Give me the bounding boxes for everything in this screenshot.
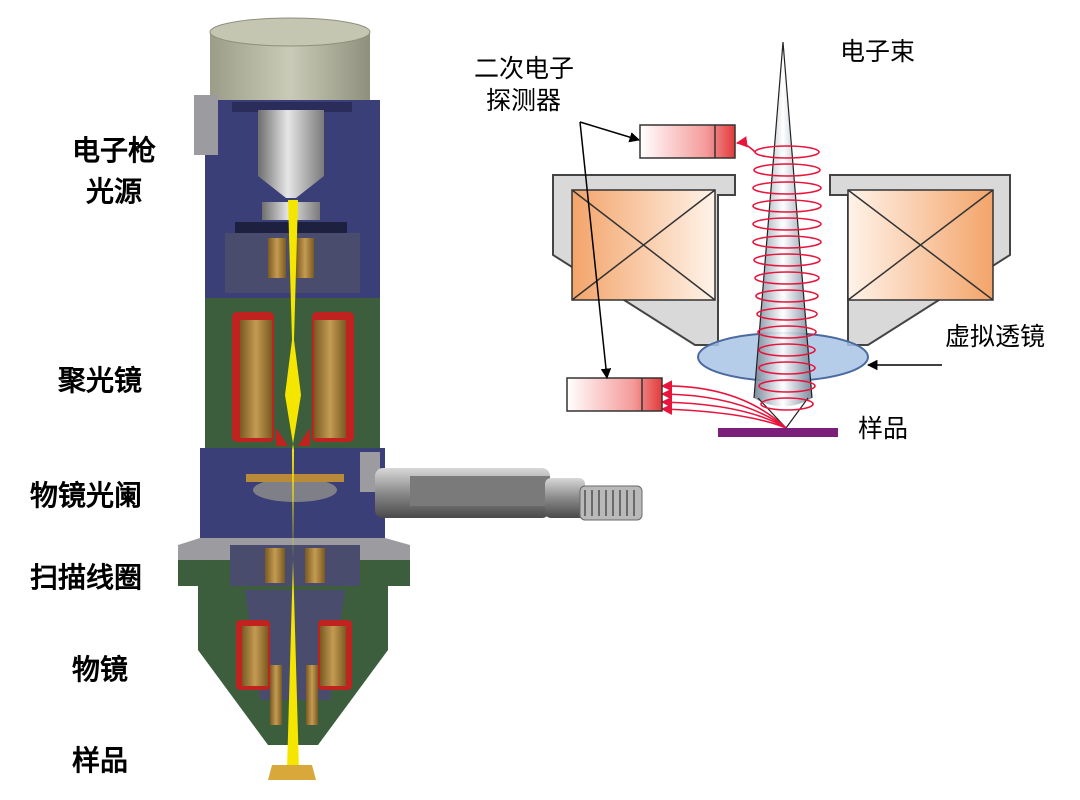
- beam-lines: [753, 41, 813, 399]
- lower-housing: [178, 538, 410, 590]
- label-sample-left: 样品: [72, 744, 129, 777]
- left-coil-cross: [571, 189, 716, 301]
- electron-gun-cap: [209, 17, 371, 102]
- label-scan-coil: 扫描线圈: [30, 561, 143, 594]
- label-electron-gun: 电子枪: [72, 134, 157, 167]
- label-light-source: 光源: [86, 175, 143, 208]
- electron-spiral: [735, 136, 822, 411]
- right-coil-cross: [847, 189, 994, 301]
- label-objective-aperture: 物镜光阑: [30, 479, 143, 512]
- aperture-section: [200, 448, 643, 543]
- label-sample-right: 样品: [858, 414, 909, 443]
- label-virtual-lens: 虚拟透镜: [945, 322, 1046, 351]
- electron-beam: [285, 200, 301, 770]
- leader-lines: [579, 121, 942, 380]
- label-electron-beam: 电子束: [840, 37, 916, 66]
- label-se-detector-line1: 二次电子: [474, 54, 575, 83]
- label-se-detector-line2: 探测器: [486, 86, 562, 115]
- lower-detector: [566, 377, 663, 412]
- emission-arrows: [660, 380, 787, 429]
- detector-diagram: [552, 41, 1011, 437]
- sem-column: [178, 17, 643, 780]
- label-condenser: 聚光镜: [58, 364, 143, 397]
- beam-cone: [754, 42, 812, 407]
- label-objective: 物镜: [72, 653, 129, 686]
- column-sample: [268, 765, 316, 780]
- diagram-sample: [718, 428, 838, 437]
- upper-detector: [639, 124, 736, 159]
